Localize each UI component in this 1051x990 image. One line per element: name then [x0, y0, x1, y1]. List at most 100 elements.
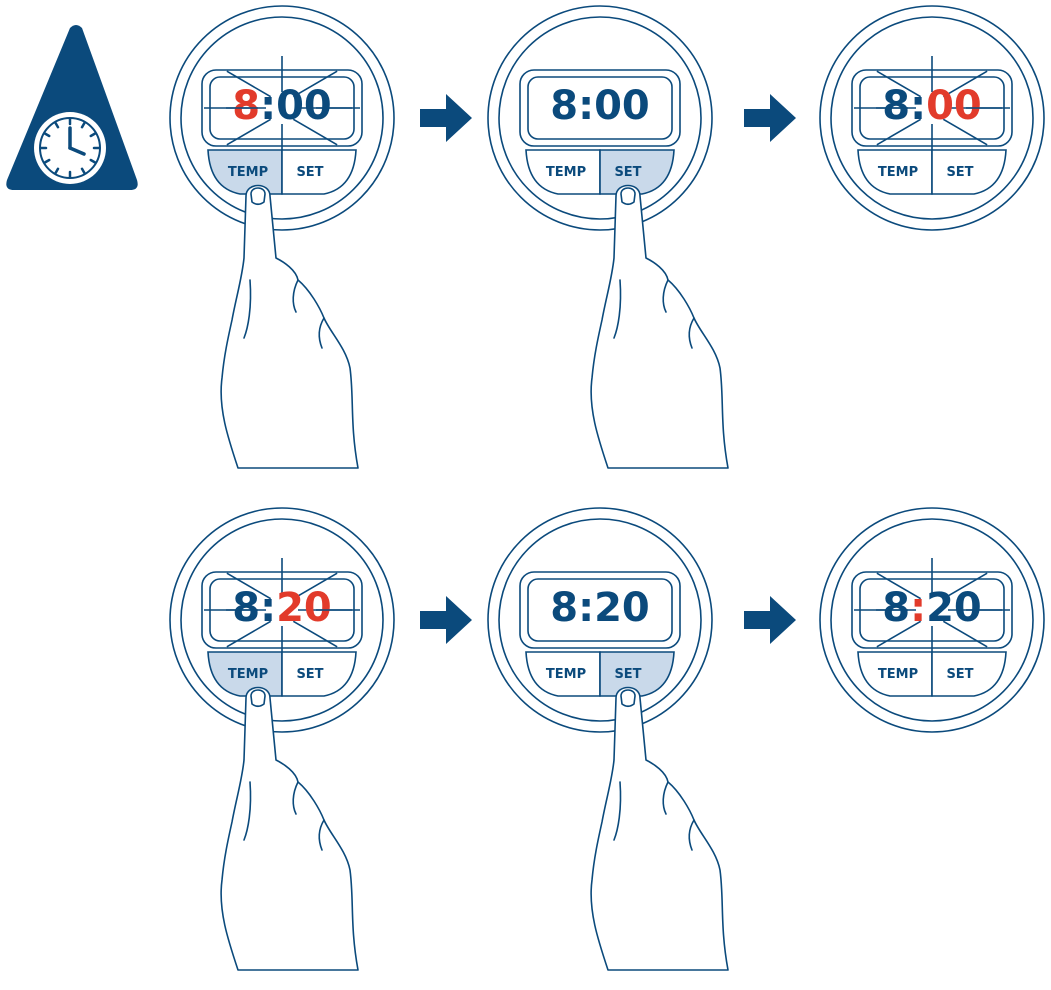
inner-ring [180, 518, 384, 722]
clock-warning-icon [6, 25, 138, 190]
fingernail [620, 187, 636, 206]
time-separator: : [910, 83, 926, 129]
temp-button-label: TEMP [228, 165, 268, 180]
pointing-hand-icon [590, 686, 729, 971]
minute-digits: 00 [926, 83, 982, 129]
flash-ray [226, 70, 272, 98]
set-button-shape[interactable] [931, 651, 1007, 697]
temp-button-shape[interactable] [857, 651, 933, 697]
time-readout: 8:00 [232, 83, 332, 129]
inner-ring [830, 16, 1034, 220]
hour-digit: 8 [550, 585, 578, 631]
set-button[interactable]: SET [599, 651, 675, 697]
flash-ray [226, 118, 272, 146]
display-inner [527, 76, 673, 140]
time-separator: : [260, 585, 276, 631]
display-outer [201, 69, 363, 147]
minute-digits: 00 [276, 83, 332, 129]
minute-digits: 20 [926, 585, 982, 631]
hour-digit: 8 [882, 585, 910, 631]
time-separator: : [260, 83, 276, 129]
finger-crease [243, 279, 252, 339]
display-inner [527, 578, 673, 642]
display-inner [859, 578, 1005, 642]
hour-digit: 8 [232, 83, 260, 129]
time-readout: 8:20 [882, 585, 982, 631]
set-button-label: SET [946, 667, 973, 682]
temp-button[interactable]: TEMP [207, 651, 283, 697]
knuckle-line [318, 819, 325, 851]
temp-button[interactable]: TEMP [857, 651, 933, 697]
set-button-shape[interactable] [599, 149, 675, 195]
time-separator: : [910, 585, 926, 631]
outer-ring [819, 507, 1045, 733]
temp-button[interactable]: TEMP [525, 651, 601, 697]
clock-tick [80, 167, 86, 175]
outer-ring [169, 507, 395, 733]
set-button-shape[interactable] [281, 651, 357, 697]
flash-ray [292, 70, 338, 98]
clock-tick [89, 158, 97, 164]
temp-button-shape[interactable] [857, 149, 933, 195]
inner-ring [180, 16, 384, 220]
outer-ring [487, 5, 713, 231]
display-outer [851, 69, 1013, 147]
hour-digit: 8 [882, 83, 910, 129]
pointing-hand-icon [590, 184, 729, 469]
temp-button-shape[interactable] [525, 149, 601, 195]
hour-digit: 8 [232, 585, 260, 631]
temp-button-label: TEMP [546, 165, 586, 180]
inner-ring [498, 518, 702, 722]
set-button[interactable]: SET [931, 149, 1007, 195]
display-outer [519, 571, 681, 649]
set-button[interactable]: SET [281, 651, 357, 697]
flash-ray [292, 620, 338, 648]
hour-digit: 8 [550, 83, 578, 129]
set-button[interactable]: SET [931, 651, 1007, 697]
temp-button[interactable]: TEMP [857, 149, 933, 195]
flash-ray [942, 620, 988, 648]
knuckle-line [662, 279, 669, 313]
set-button-shape[interactable] [931, 149, 1007, 195]
outer-ring [487, 507, 713, 733]
hand-outline [590, 184, 729, 469]
clock-tick [80, 121, 86, 129]
temp-button[interactable]: TEMP [525, 149, 601, 195]
fingernail [250, 187, 266, 206]
arrow-right-icon [744, 94, 796, 142]
timer-panel: TEMP SET 8:00 [819, 5, 1045, 231]
temp-button[interactable]: TEMP [207, 149, 283, 195]
flash-rays [204, 56, 360, 160]
arrow-shape [744, 94, 796, 142]
arrow-right-icon [744, 596, 796, 644]
timer-panel: TEMP SET 8:20 [819, 507, 1045, 733]
clock-tick [89, 132, 97, 138]
hand-outline [220, 184, 359, 469]
temp-button-shape[interactable] [207, 651, 283, 697]
knuckle-line [688, 819, 695, 851]
outer-ring [169, 5, 395, 231]
finger-crease [243, 781, 252, 841]
set-button-label: SET [296, 667, 323, 682]
flash-ray [292, 118, 338, 146]
flash-ray [876, 620, 922, 648]
flash-ray [942, 70, 988, 98]
clock-tick [54, 167, 60, 175]
set-button[interactable]: SET [281, 149, 357, 195]
set-button-shape[interactable] [599, 651, 675, 697]
temp-button-label: TEMP [878, 165, 918, 180]
flash-ray [226, 572, 272, 600]
temp-button-shape[interactable] [207, 149, 283, 195]
minute-digits: 00 [594, 83, 650, 129]
outer-ring [819, 5, 1045, 231]
knuckle-line [292, 279, 299, 313]
arrow-right-icon [420, 596, 472, 644]
temp-button-shape[interactable] [525, 651, 601, 697]
temp-button-label: TEMP [228, 667, 268, 682]
set-button[interactable]: SET [599, 149, 675, 195]
set-button-shape[interactable] [281, 149, 357, 195]
arrow-shape [420, 94, 472, 142]
